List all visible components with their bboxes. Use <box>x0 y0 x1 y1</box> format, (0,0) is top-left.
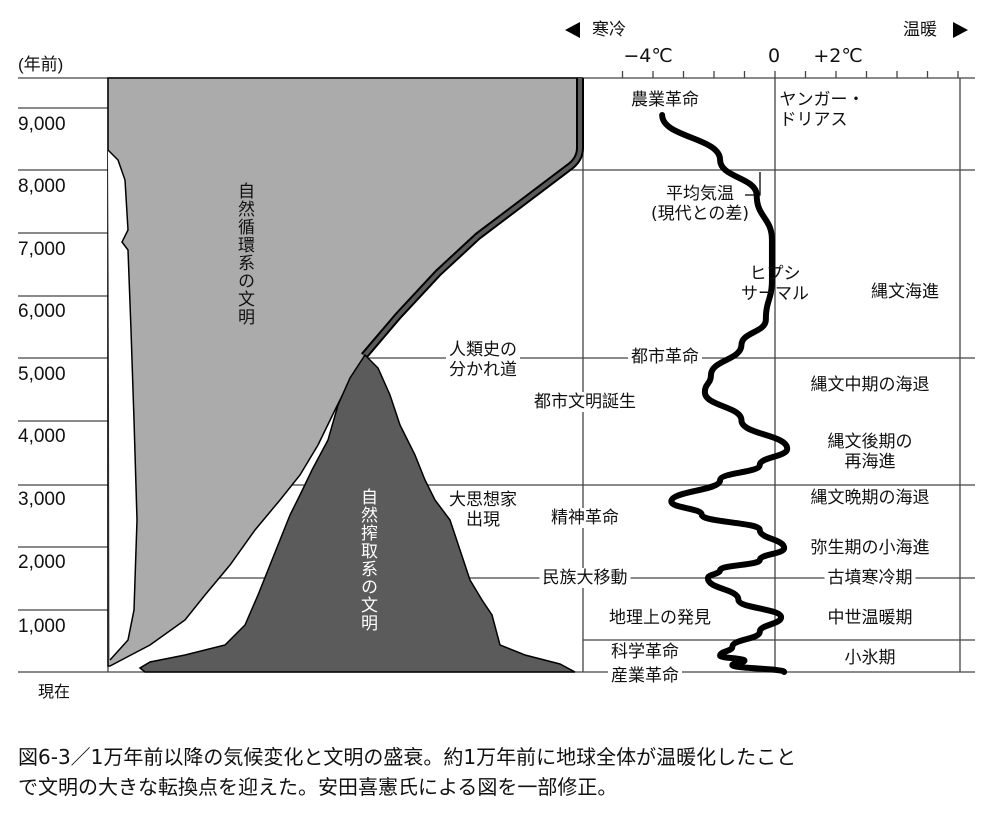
label-middle-jomon-regression: 縄文中期の海退 <box>810 375 930 395</box>
label-scientific-revolution: 科学革命 <box>608 642 682 662</box>
civilization-divergence-band-inner <box>362 78 582 358</box>
mean-temperature-curve <box>659 112 791 675</box>
temperature-ticks <box>621 71 959 78</box>
label-industrial-revolution: 産業革命 <box>608 666 682 686</box>
x-tick-label-zero: 0 <box>767 45 781 67</box>
y-tick-label: 5,000 <box>18 364 66 385</box>
label-little-ice-age: 小氷期 <box>844 648 896 668</box>
label-agricultural-revolution: 農業革命 <box>631 90 699 110</box>
caption-line-1: 図6-3／1万年前以降の気候変化と文明の盛衰。約1万年前に地球全体が温暖化したこ… <box>18 745 797 769</box>
x-tick-label-minus4: −4℃ <box>623 45 673 67</box>
label-yayoi-transgression: 弥生期の小海進 <box>810 538 930 558</box>
warm-arrow-icon <box>953 22 968 38</box>
label-great-thinkers: 大思想家出現 <box>449 490 517 530</box>
cold-label: 寒冷 <box>592 20 626 40</box>
natural-exploit-label: 自然搾取系の文明 <box>357 488 377 632</box>
white-left-margin <box>107 149 138 661</box>
label-hypsithermal: ヒプシサーマル <box>741 264 809 304</box>
figure-caption: 図6-3／1万年前以降の気候変化と文明の盛衰。約1万年前に地球全体が温暖化したこ… <box>18 742 993 802</box>
y-tick-label: 4,000 <box>18 426 66 447</box>
caption-line-2: で文明の大きな転換点を迎えた。安田喜憲氏による図を一部修正。 <box>18 775 618 799</box>
y-tick-label: 2,000 <box>18 552 66 573</box>
natural-cycle-label: 自然循環系の文明 <box>234 182 254 326</box>
label-younger-dryas: ヤンガー・ドリアス <box>779 90 865 130</box>
label-medieval-warm-period: 中世温暖期 <box>827 608 913 628</box>
label-urban-revolution: 都市革命 <box>628 347 702 367</box>
natural-exploit-civilization-area <box>138 353 576 673</box>
label-spiritual-revolution: 精神革命 <box>548 508 622 528</box>
y-tick-label: 8,000 <box>18 176 66 197</box>
y-tick-label: 3,000 <box>18 489 66 510</box>
label-fork-of-history: 人類史の分かれ道 <box>446 340 520 380</box>
y-axis-title: (年前) <box>18 55 64 74</box>
y-origin-label: 現在 <box>38 684 71 701</box>
y-tick-label: 7,000 <box>18 239 66 260</box>
warm-label: 温暖 <box>903 20 937 40</box>
label-urban-civilization-birth: 都市文明誕生 <box>531 392 639 412</box>
label-jomon-transgression: 縄文海進 <box>871 282 939 302</box>
curve-label-leader-line <box>745 172 761 196</box>
x-tick-label-plus2: +2℃ <box>813 45 863 67</box>
y-tick-label: 9,000 <box>18 114 66 135</box>
label-kofun-cold-period: 古墳寒冷期 <box>824 568 916 588</box>
y-tick-label: 6,000 <box>18 301 66 322</box>
label-great-migration: 民族大移動 <box>539 568 631 588</box>
cold-arrow-icon <box>565 22 580 38</box>
label-late-jomon-transgression: 縄文後期の再海進 <box>827 432 913 472</box>
y-tick-label: 1,000 <box>18 616 66 637</box>
label-mean-temperature: 平均気温(現代との差) <box>650 184 750 224</box>
label-final-jomon-regression: 縄文晩期の海退 <box>810 488 930 508</box>
label-age-of-discovery: 地理上の発見 <box>609 608 711 628</box>
